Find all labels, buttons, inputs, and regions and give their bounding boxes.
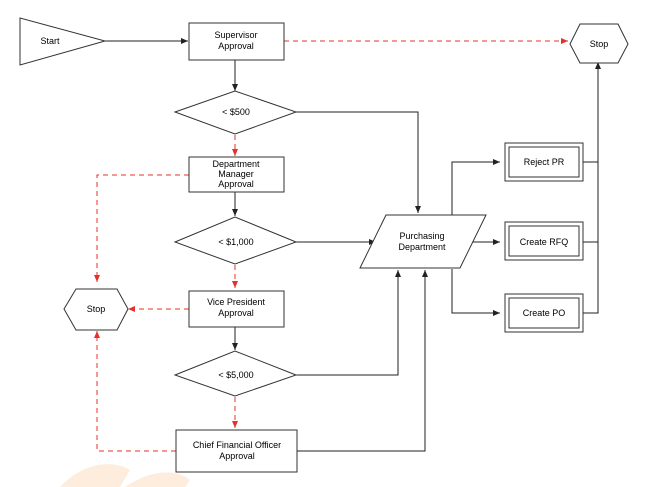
connector-lt5000-purchasing [296, 270, 401, 376]
cfo-line-2: Approval [219, 451, 255, 461]
connector-purchasing-rejectpr [451, 159, 500, 215]
purchasing-line-2: Department [398, 242, 446, 252]
stop-node-left: Stop [63, 288, 129, 331]
supervisor-approval-line-2: Approval [218, 41, 254, 51]
create-rfq-node: Create RFQ [504, 221, 584, 261]
create-po-label: Create PO [523, 308, 566, 318]
connector-cfo-stop [94, 331, 176, 452]
department-manager-line-2: Manager [218, 169, 254, 179]
connector-createpo-stop [583, 62, 601, 314]
watermark-decoration [60, 464, 190, 487]
decision-lt5000-label: < $5,000 [218, 370, 253, 380]
connector-purchasing-createpo [451, 269, 500, 316]
purchasing-department-node: Purchasing Department [359, 214, 487, 269]
create-po-node: Create PO [504, 293, 584, 333]
reject-pr-label: Reject PR [524, 157, 565, 167]
purchasing-line-1: Purchasing [399, 231, 444, 241]
start-node: Start [19, 17, 107, 66]
start-label: Start [40, 36, 60, 46]
decision-lt1000: < $1,000 [173, 216, 298, 265]
vice-president-line-1: Vice President [207, 297, 265, 307]
decision-lt5000: < $5,000 [173, 350, 298, 397]
department-manager-line-1: Department [212, 159, 260, 169]
vice-president-line-2: Approval [218, 308, 254, 318]
connectors [94, 38, 601, 452]
connector-deptmanager-stop [94, 174, 189, 282]
vice-president-approval-node: Vice President Approval [188, 290, 285, 328]
stop-node-top: Stop [569, 23, 629, 64]
stop-left-label: Stop [87, 304, 106, 314]
department-manager-approval-node: Department Manager Approval [188, 156, 285, 193]
create-rfq-label: Create RFQ [520, 237, 569, 247]
decision-lt1000-label: < $1,000 [218, 237, 253, 247]
decision-lt500-label: < $500 [222, 107, 250, 117]
connector-lt500-purchasing [296, 111, 421, 213]
department-manager-line-3: Approval [218, 179, 254, 189]
reject-pr-node: Reject PR [504, 142, 584, 182]
cfo-approval-node: Chief Financial Officer Approval [175, 429, 298, 473]
decision-lt500: < $500 [173, 90, 298, 135]
supervisor-approval-line-1: Supervisor [214, 30, 257, 40]
supervisor-approval-node: Supervisor Approval [188, 22, 285, 61]
stop-top-label: Stop [590, 39, 609, 49]
cfo-line-1: Chief Financial Officer [193, 440, 281, 450]
connector-cfo-purchasing [297, 270, 428, 452]
